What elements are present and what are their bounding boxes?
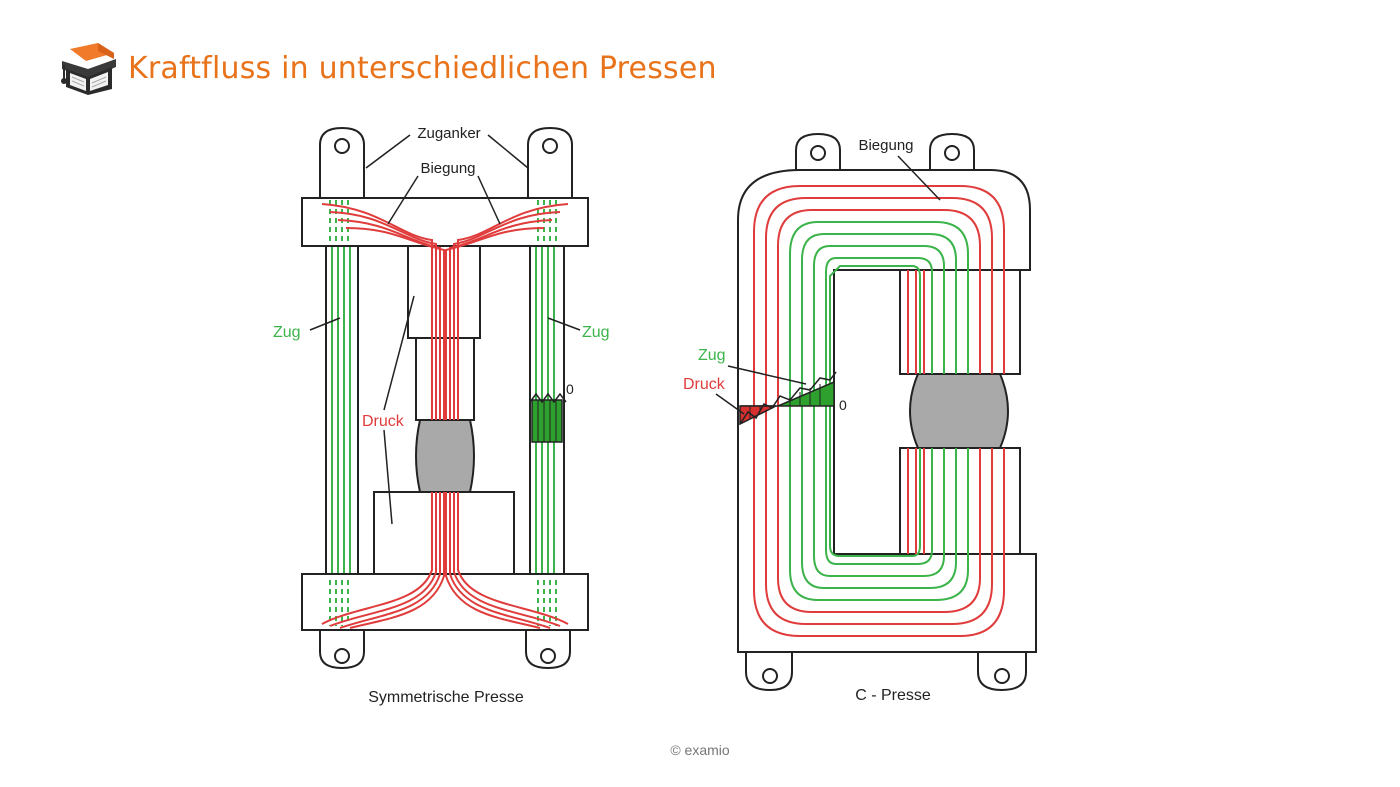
label-biegung-c-press: Biegung xyxy=(858,137,913,154)
label-zug-c-press: Zug xyxy=(698,347,726,364)
label-zug-left-column: Zug xyxy=(273,324,301,341)
graduation-cap-book-icon xyxy=(61,43,116,95)
label-zug-right-column: Zug xyxy=(582,324,610,341)
label-zero-left-press: 0 xyxy=(566,381,574,397)
label-druck-left-press: Druck xyxy=(362,413,405,430)
page-title: Kraftfluss in unterschiedlichen Pressen xyxy=(128,50,717,86)
caption-symmetrische-presse: Symmetrische Presse xyxy=(368,689,524,706)
label-biegung-left-press: Biegung xyxy=(420,160,475,177)
label-zero-c-press: 0 xyxy=(839,397,847,413)
header: Kraftfluss in unterschiedlichen Pressen xyxy=(58,38,717,98)
symmetric-press: Zuganker Biegung Zug Zug Druck 0 Symmetr… xyxy=(273,125,610,706)
label-zuganker: Zuganker xyxy=(417,125,480,142)
caption-c-presse: C - Presse xyxy=(855,687,931,704)
copyright-footer: © examio xyxy=(670,742,730,758)
c-press: Biegung Zug Druck 0 C - Presse xyxy=(683,132,1037,704)
label-druck-c-press: Druck xyxy=(683,376,726,393)
